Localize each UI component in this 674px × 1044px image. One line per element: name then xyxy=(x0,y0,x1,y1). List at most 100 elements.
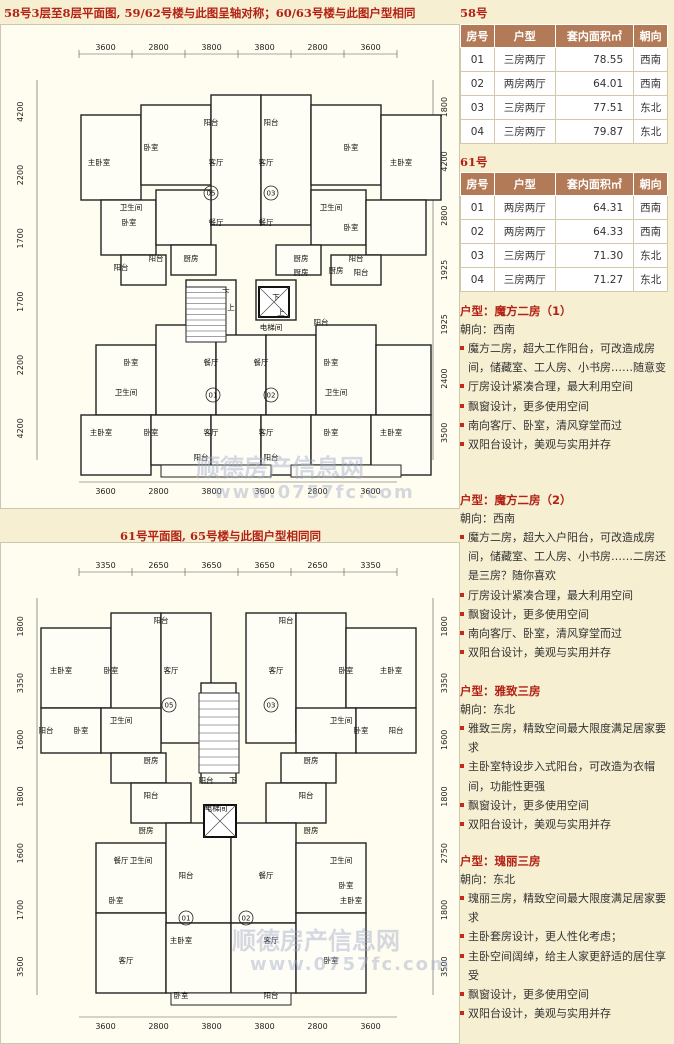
room-label: 主卧室 xyxy=(50,665,73,675)
room-label: 卧室 xyxy=(354,725,369,735)
room-label: 阳台 xyxy=(264,452,279,462)
unit-marker xyxy=(203,185,219,201)
room-label: 卫生间 xyxy=(120,202,143,212)
room-outline xyxy=(140,104,212,186)
room-label: 卧室 xyxy=(144,142,159,152)
dimension-label: 3500 xyxy=(440,423,449,443)
orientation: 西南 xyxy=(633,71,668,96)
room-label: 餐厅 xyxy=(259,218,274,227)
feature-item: 飘窗设计，更多使用空间 xyxy=(460,397,672,416)
room-outline xyxy=(170,244,217,276)
room-label: 卧室 xyxy=(109,895,124,905)
room-label: 卫生间 xyxy=(110,715,133,725)
dimension-label: 3800 xyxy=(201,487,221,496)
unit-section-4: 户型：瑰丽三房 朝向：东北 瑰丽三房，精致空间最大限度满足居家要求主卧套房设计，… xyxy=(460,852,672,1023)
dimension-label: 3500 xyxy=(440,956,449,976)
th-room: 房号 xyxy=(460,24,495,48)
dimension-label: 3600 xyxy=(360,1022,380,1031)
unit-number: 01 xyxy=(182,915,191,923)
table58-label: 58号 xyxy=(460,6,488,20)
room-outline xyxy=(365,199,427,256)
room-no: 03 xyxy=(460,95,495,120)
room-label: 客厅 xyxy=(164,665,179,675)
room-outline xyxy=(265,782,327,824)
dimension-label: 2800 xyxy=(440,206,449,226)
room-label: 主卧室 xyxy=(340,895,363,905)
room-label: 阳台 xyxy=(389,725,404,735)
floor-plans-column: 58号3层至8层平面图, 59/62号楼与此图呈轴对称；60/63号楼与此图户型… xyxy=(0,6,460,1044)
unit-marker xyxy=(263,185,279,201)
feature-item: 雅致三房，精致空间最大限度满足居家要求 xyxy=(460,719,672,757)
room-outline xyxy=(230,822,297,924)
room-label: 主卧室 xyxy=(88,157,111,167)
room-outline xyxy=(310,104,382,186)
feature-item: 厅房设计紧凑合理，最大利用空间 xyxy=(460,377,672,396)
room-label: 餐厅 xyxy=(259,871,274,880)
room-label: 主卧室 xyxy=(90,427,113,437)
room-label: 客厅 xyxy=(264,935,279,945)
unit-section-3: 户型：雅致三房 朝向：东北 雅致三房，精致空间最大限度满足居家要求主卧室特设步入… xyxy=(460,682,672,834)
room-outline xyxy=(165,822,232,924)
unit-number: 03 xyxy=(267,190,276,198)
room-label: 卧室 xyxy=(324,427,339,437)
unit-type: 两房两厅 xyxy=(493,71,556,96)
orientation: 西南 xyxy=(633,219,668,244)
dimension-label: 1700 xyxy=(16,228,25,248)
room-label: 上 xyxy=(227,303,235,312)
dimension-label: 3600 xyxy=(95,1022,115,1031)
room-label: 厨房 xyxy=(184,253,199,263)
room-label: 下 xyxy=(222,288,230,297)
room-label: 电梯间 xyxy=(205,803,228,813)
area: 71.27 xyxy=(554,267,635,292)
feature-list: 雅致三房，精致空间最大限度满足居家要求主卧室特设步入式阳台，可改造为衣帽间，功能… xyxy=(460,719,672,834)
room-outline xyxy=(265,334,317,416)
room-outline xyxy=(310,414,372,466)
area: 78.55 xyxy=(554,47,635,72)
room-outline xyxy=(295,707,357,754)
room-outline xyxy=(150,414,212,466)
dimension-label: 4200 xyxy=(16,101,25,121)
unit-type: 三房两厅 xyxy=(493,243,556,268)
room-label: 客厅 xyxy=(209,157,224,167)
room-label: 阳台 xyxy=(114,262,129,272)
unit-title: 户型：魔方二房（1） xyxy=(460,304,572,318)
room-label: 餐厅 xyxy=(204,358,219,367)
room-outline xyxy=(40,627,112,709)
th-room: 房号 xyxy=(460,172,495,196)
room-label: 卧室 xyxy=(339,880,354,890)
room-label: 阳台 xyxy=(199,775,214,785)
room-outline xyxy=(165,922,232,994)
feature-item: 双阳台设计，美观与实用并存 xyxy=(460,435,672,454)
room-label: 卧室 xyxy=(324,357,339,367)
room-outline xyxy=(245,612,297,744)
room-label: 卫生间 xyxy=(330,715,353,725)
area: 71.30 xyxy=(554,243,635,268)
dimension-label: 1600 xyxy=(16,730,25,750)
room-label: 阳台 xyxy=(264,117,279,127)
room-label: 卧室 xyxy=(344,142,359,152)
dimension-label: 2400 xyxy=(440,368,449,388)
feature-item: 魔方二房，超大工作阳台，可改造成房间，储藏室、工人房、小书房……随意变 xyxy=(460,339,672,377)
orientation: 西南 xyxy=(633,47,668,72)
feature-item: 瑰丽三房，精致空间最大限度满足居家要求 xyxy=(460,889,672,927)
dimension-label: 3600 xyxy=(254,487,274,496)
orientation: 东北 xyxy=(633,95,668,120)
dimension-label: 1600 xyxy=(440,730,449,750)
room-outline xyxy=(80,114,142,201)
dimension-label: 2800 xyxy=(307,43,327,52)
dimension-label: 3650 xyxy=(254,561,274,570)
room-label: 餐厅 xyxy=(254,358,269,367)
room-label: 上 xyxy=(277,308,285,317)
dimension-label: 2800 xyxy=(148,487,168,496)
room-label: 阳台 xyxy=(194,452,209,462)
dimension-label: 1925 xyxy=(440,260,449,280)
room-outline xyxy=(375,344,432,416)
room-label: 客厅 xyxy=(269,665,284,675)
elevator-cross xyxy=(258,286,290,318)
th-orient: 朝向 xyxy=(633,172,668,196)
feature-item: 魔方二房，超大入户阳台，可改造成房间，储藏室、工人房、小书房……二房还是三房？随… xyxy=(460,528,672,586)
unit-number: 02 xyxy=(242,915,251,923)
